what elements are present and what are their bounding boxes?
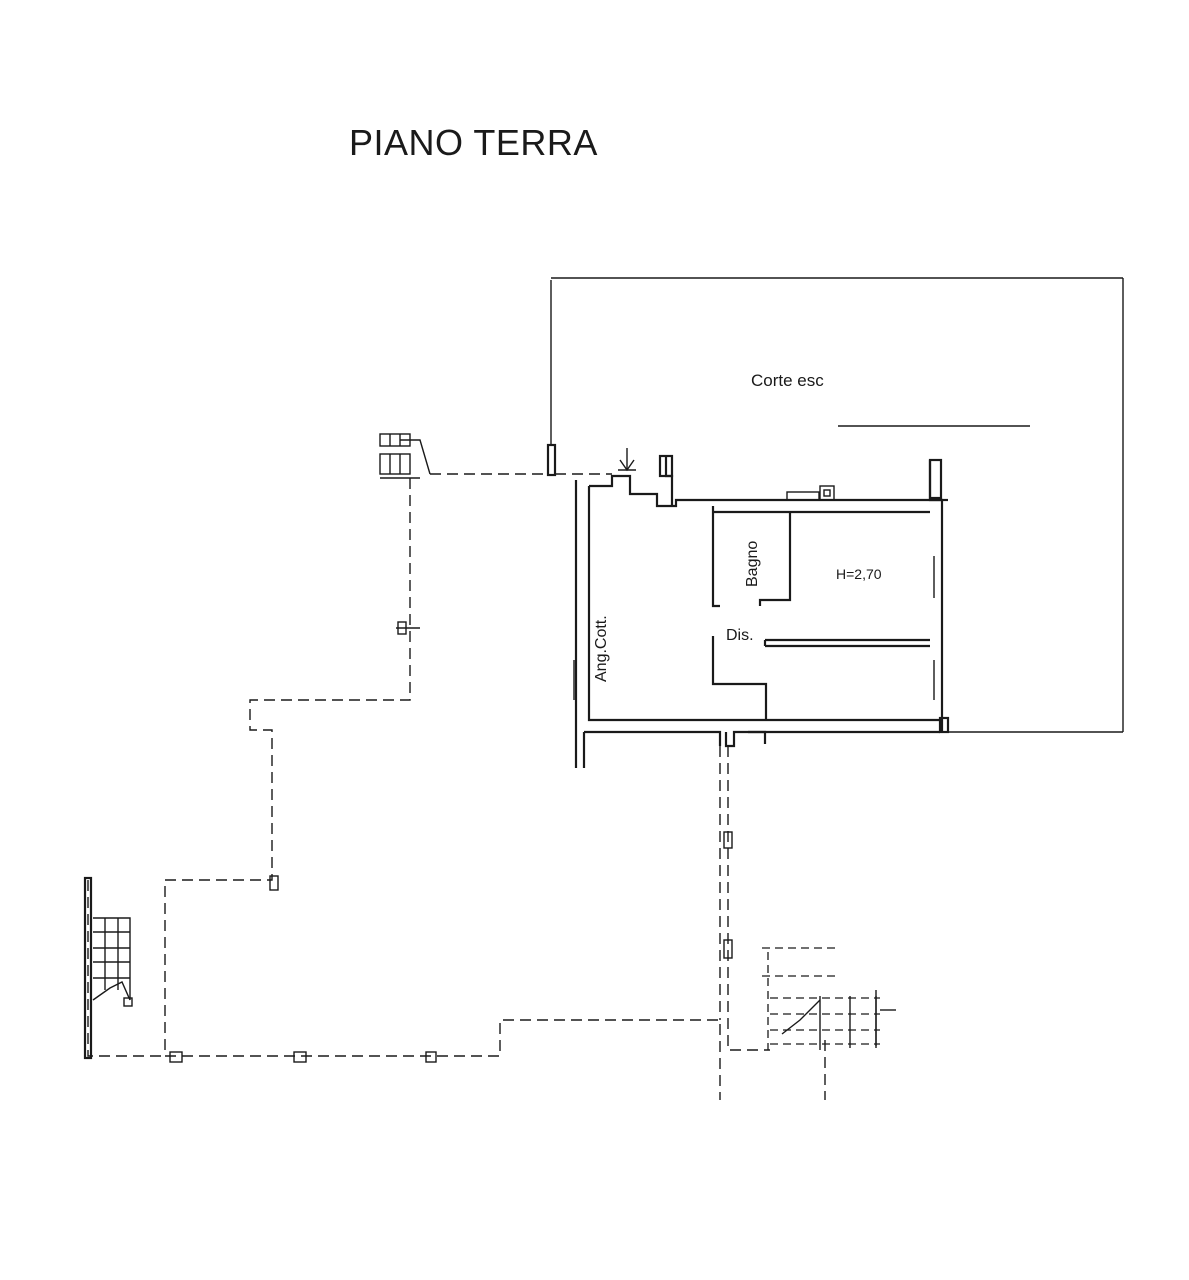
building-footprint-dashed xyxy=(87,473,826,1100)
stair-top-left xyxy=(379,433,431,479)
label-courtyard: Corte esc xyxy=(751,371,824,390)
plan-title: PIANO TERRA xyxy=(349,122,598,163)
label-ceiling-height: H=2,70 xyxy=(836,566,882,582)
label-disimpegno: Dis. xyxy=(726,627,754,644)
label-kitchenette: Ang.Cott. xyxy=(593,615,610,682)
stair-bottom-right xyxy=(762,947,896,1050)
stair-left xyxy=(83,876,133,1060)
label-bathroom: Bagno xyxy=(744,541,761,587)
courtyard-outline xyxy=(546,277,1124,733)
apartment-walls xyxy=(573,448,950,768)
